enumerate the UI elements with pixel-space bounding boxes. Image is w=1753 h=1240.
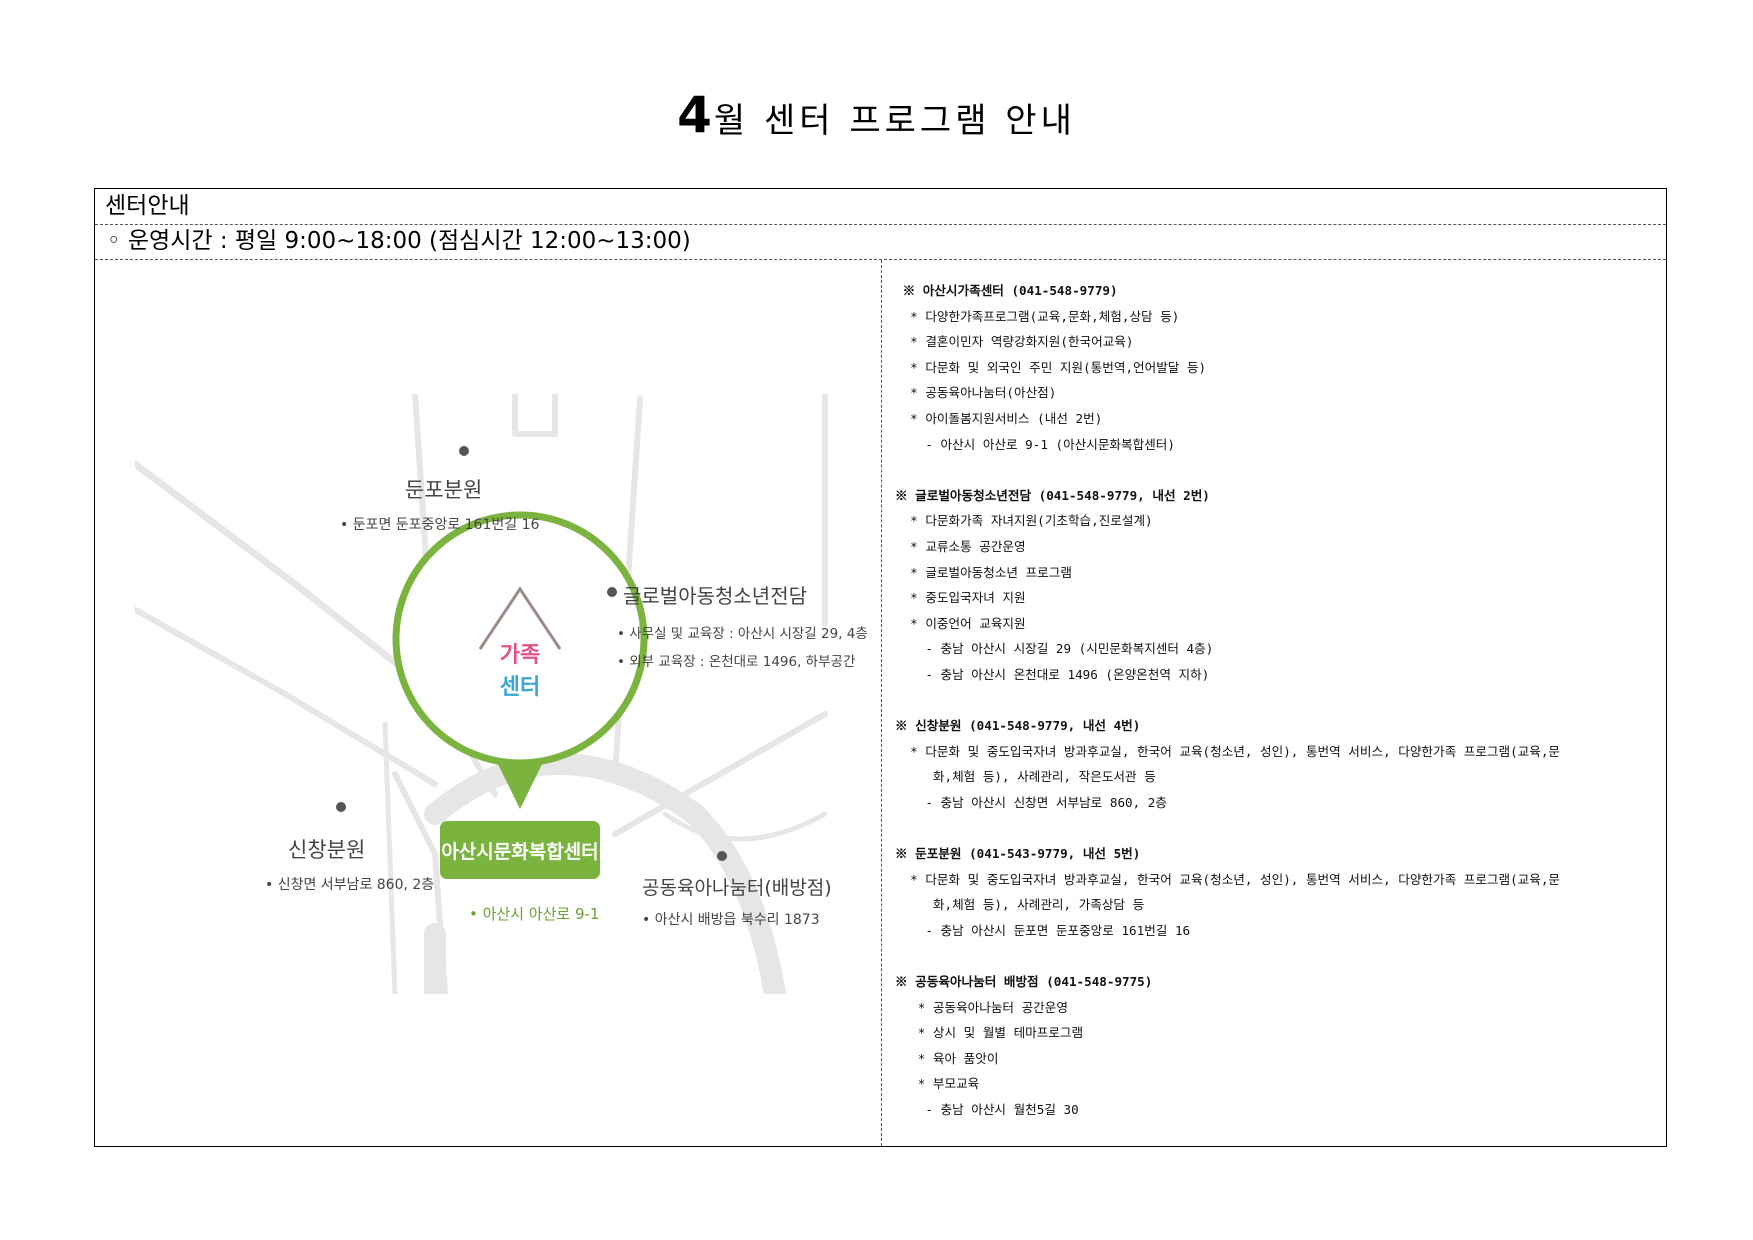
- section-header: 센터안내: [95, 189, 1666, 225]
- house-roof-icon: [478, 586, 562, 650]
- list-item: * 아이돌봄지원서비스 (내선 2번): [895, 410, 1103, 426]
- spacer: [895, 943, 1665, 969]
- logo-top-text: 가족: [500, 643, 540, 668]
- location-map: 가족 센터 둔포분원 • 둔포면 둔포중앙로 161번길 16 글로벌아동청소년…: [135, 394, 867, 994]
- main-center-label: 아산시문화복합센터 • 아산시 아산로 9-1: [440, 821, 600, 923]
- list-item: * 다양한가족프로그램(교육,문화,체험,상담 등): [895, 308, 1180, 324]
- list-item: * 공동육아나눔터 공간운영: [895, 999, 1068, 1015]
- page-title: 4월 센터 프로그램 안내: [0, 86, 1753, 144]
- group-title: ※ 신창분원 (041-548-9779, 내선 4번): [895, 718, 1141, 734]
- global-addr-2: • 외부 교육장 : 온천대로 1496, 하부공간: [617, 654, 855, 670]
- spacer: [895, 688, 1665, 714]
- center-info-list: ※ 아산시가족센터 (041-548-9779) * 다양한가족프로그램(교육,…: [895, 278, 1665, 1123]
- list-item: * 중도입국자녀 지원: [895, 590, 1026, 606]
- list-item: * 육아 품앗이: [895, 1050, 999, 1066]
- logo-bottom-text: 센터: [500, 675, 540, 700]
- sinchang-addr: • 신창면 서부남로 860, 2층: [265, 877, 434, 893]
- main-center-marker: 가족 센터: [392, 511, 648, 809]
- main-center-addr: • 아산시 아산로 9-1: [469, 905, 599, 923]
- list-item: - 충남 아산시 둔포면 둔포중앙로 161번길 16: [895, 922, 1191, 938]
- group-title: ※ 공동육아나눔터 배방점 (041-548-9775): [895, 974, 1153, 990]
- list-item: - 충남 아산시 시장길 29 (시민문화복지센터 4층): [895, 641, 1214, 657]
- list-item: * 교류소통 공간운영: [895, 538, 1026, 554]
- global-pin-icon: [607, 587, 617, 597]
- list-item: - 충남 아산시 신창면 서부남로 860, 2층: [895, 794, 1167, 810]
- list-item: * 부모교육: [895, 1076, 980, 1092]
- group-title: ※ 아산시가족센터 (041-548-9779): [895, 283, 1118, 298]
- list-item: - 충남 아산시 월천5길 30: [895, 1102, 1079, 1117]
- baebang-addr: • 아산시 배방읍 북수리 1873: [642, 912, 820, 928]
- list-item: * 다문화가족 자녀지원(기초학습,진로설계): [895, 513, 1153, 529]
- global-addr-1: • 사무실 및 교육장 : 아산시 시장길 29, 4층: [617, 626, 867, 642]
- dunpo-addr: • 둔포면 둔포중앙로 161번길 16: [340, 517, 539, 533]
- sinchang-pin-icon: [336, 802, 346, 812]
- list-item: - 충남 아산시 온천대로 1496 (온양온천역 지하): [895, 666, 1210, 682]
- sinchang-name: 신창분원: [288, 838, 365, 862]
- map-pins: [336, 446, 727, 861]
- list-item: * 결혼이민자 역량강화지원(한국어교육): [895, 334, 1134, 350]
- dunpo-pin-icon: [459, 446, 469, 456]
- list-item: * 공동육아나눔터(아산점): [895, 385, 1057, 401]
- operating-hours: ◦ 운영시간 : 평일 9:00~18:00 (점심시간 12:00~13:00…: [95, 225, 1666, 260]
- list-item: - 아산시 아산로 9-1 (아산시문화복합센터): [895, 436, 1175, 452]
- list-item: * 이중언어 교육지원: [895, 615, 1026, 631]
- list-item: 화,체험 등), 사례관리, 가족상담 등: [895, 897, 1145, 913]
- list-item: * 글로벌아동청소년 프로그램: [895, 564, 1072, 580]
- spacer: [895, 815, 1665, 841]
- title-text: 월 센터 프로그램 안내: [713, 101, 1076, 141]
- main-center-name: 아산시문화복합센터: [441, 841, 598, 863]
- list-item: * 다문화 및 중도입국자녀 방과후교실, 한국어 교육(청소년, 성인), 통…: [895, 871, 1561, 887]
- title-month: 4: [677, 86, 712, 144]
- center-info-table: 센터안내 ◦ 운영시간 : 평일 9:00~18:00 (점심시간 12:00~…: [94, 188, 1667, 1147]
- baebang-pin-icon: [717, 851, 727, 861]
- global-name: 글로벌아동청소년전담: [623, 584, 807, 608]
- baebang-name: 공동육아나눔터(배방점): [642, 877, 832, 899]
- column-divider: [881, 260, 882, 1146]
- list-item: * 다문화 및 중도입국자녀 방과후교실, 한국어 교육(청소년, 성인), 통…: [895, 743, 1561, 759]
- map-roads: [135, 394, 828, 994]
- list-item: * 상시 및 월별 테마프로그램: [895, 1025, 1084, 1041]
- group-title: ※ 글로벌아동청소년전담 (041-548-9779, 내선 2번): [895, 487, 1210, 503]
- group-title: ※ 둔포분원 (041-543-9779, 내선 5번): [895, 846, 1141, 862]
- list-item: * 다문화 및 외국인 주민 지원(통번역,언어발달 등): [895, 359, 1207, 375]
- list-item: 화,체험 등), 사례관리, 작은도서관 등: [895, 769, 1156, 785]
- spacer: [895, 457, 1665, 483]
- dunpo-name: 둔포분원: [405, 478, 482, 502]
